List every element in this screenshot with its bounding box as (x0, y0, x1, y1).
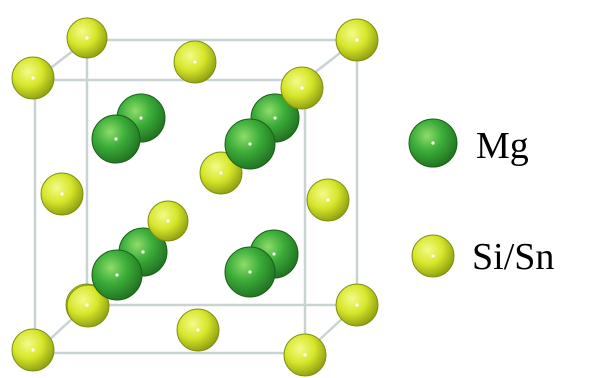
legend: Mg Si/Sn (408, 118, 554, 278)
legend-item-sisn: Si/Sn (411, 234, 554, 278)
sisn-legend-label: Si/Sn (472, 236, 554, 278)
mg-legend-label: Mg (476, 125, 529, 167)
atom-centers (31, 36, 359, 357)
legend-item-mg: Mg (408, 118, 529, 168)
atoms-back (40, 17, 379, 328)
